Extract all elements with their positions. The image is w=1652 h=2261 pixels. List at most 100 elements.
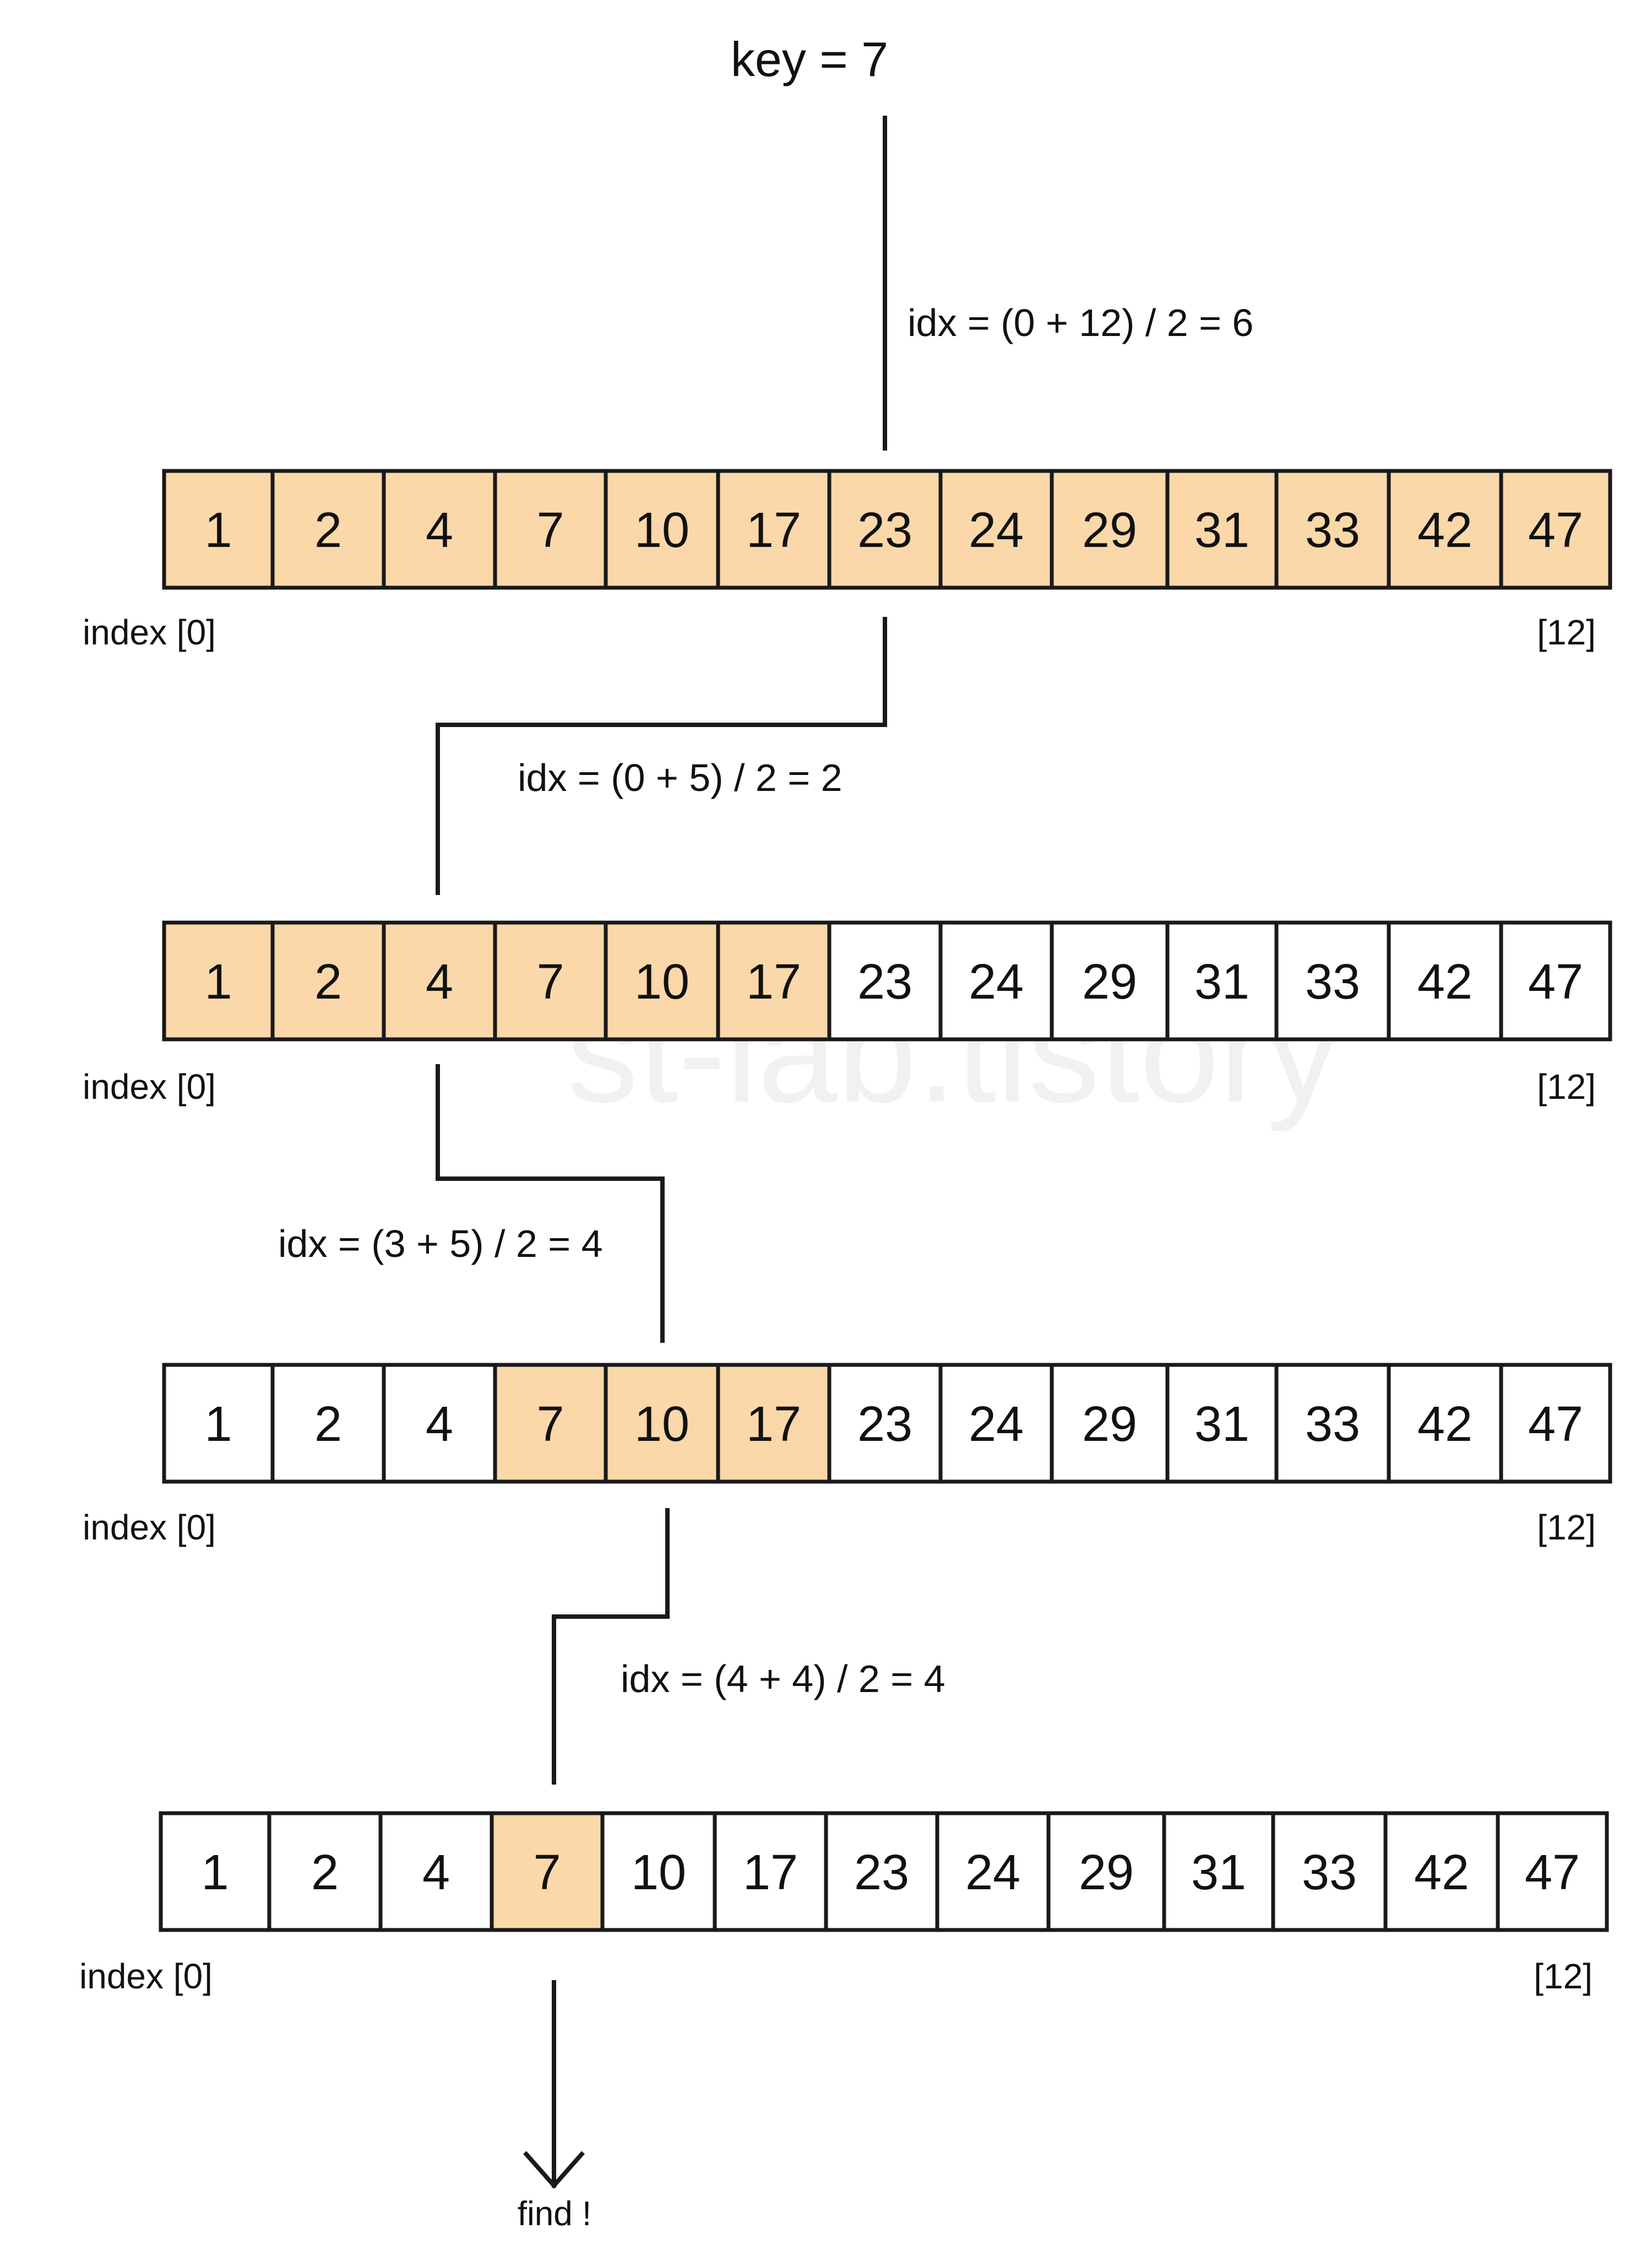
cell-value: 1 <box>204 955 232 1010</box>
array-cell: 2 <box>267 1811 383 1932</box>
array-cell: 31 <box>1165 1363 1279 1484</box>
array-cell: 17 <box>716 920 832 1042</box>
array-cell: 1 <box>159 1811 271 1932</box>
step-formula-3: idx = (3 + 5) / 2 = 4 <box>278 1222 603 1265</box>
connector-row3-to-row4 <box>552 1508 670 1785</box>
cell-box <box>267 1811 383 1932</box>
cell-box <box>1383 1811 1500 1932</box>
cell-value: 33 <box>1302 1845 1357 1900</box>
cell-value: 23 <box>857 1397 912 1452</box>
array-cell: 7 <box>493 920 608 1042</box>
array-cell: 31 <box>1162 1811 1275 1932</box>
array-cell: 17 <box>713 1811 828 1932</box>
array-cell: 42 <box>1387 1363 1503 1484</box>
array-cell: 17 <box>716 469 832 590</box>
cell-box <box>1274 1363 1391 1484</box>
cell-box <box>1165 469 1279 590</box>
cell-value: 23 <box>854 1845 909 1900</box>
cell-box <box>935 1811 1051 1932</box>
cell-box <box>824 1811 939 1932</box>
cell-value: 47 <box>1528 1397 1583 1452</box>
cell-value: 1 <box>201 1845 229 1900</box>
arrow-head-icon <box>523 2151 585 2189</box>
array-cell: 47 <box>1499 920 1612 1042</box>
array-cell: 29 <box>1050 1363 1170 1484</box>
cell-box <box>1050 1363 1170 1484</box>
cell-value: 33 <box>1305 1397 1360 1452</box>
array-cell: 47 <box>1499 469 1612 590</box>
cell-box <box>270 1363 386 1484</box>
cell-box <box>1274 469 1391 590</box>
cell-value: 24 <box>969 503 1024 558</box>
result-label: find ! <box>518 2195 591 2233</box>
array-cell: 29 <box>1050 469 1170 590</box>
cell-value: 2 <box>314 1397 342 1452</box>
cell-value: 17 <box>743 1845 798 1900</box>
cell-value: 10 <box>634 955 689 1010</box>
cell-box <box>1387 469 1503 590</box>
cell-value: 2 <box>314 503 342 558</box>
cell-box <box>1499 469 1612 590</box>
cell-box <box>1387 1363 1503 1484</box>
cell-value: 31 <box>1194 1397 1249 1452</box>
cell-box <box>1046 1811 1166 1932</box>
index-end-label: [12] <box>1537 1508 1596 1547</box>
cell-box <box>378 1811 494 1932</box>
cell-box <box>1162 1811 1275 1932</box>
array-cell: 23 <box>827 920 943 1042</box>
array-cell: 4 <box>378 1811 494 1932</box>
array-cell: 2 <box>270 920 386 1042</box>
cell-value: 17 <box>746 955 801 1010</box>
cell-value: 42 <box>1417 503 1472 558</box>
array-cell: 4 <box>382 469 497 590</box>
array-cell: 47 <box>1499 1363 1612 1484</box>
cell-value: 2 <box>311 1845 339 1900</box>
cell-box <box>270 469 386 590</box>
array-cell: 33 <box>1274 1363 1391 1484</box>
array-cell: 1 <box>162 1363 275 1484</box>
array-cell: 33 <box>1274 920 1391 1042</box>
array-cell: 2 <box>270 1363 386 1484</box>
cell-box <box>827 1363 943 1484</box>
cell-value: 17 <box>746 1397 801 1452</box>
array-cell: 42 <box>1387 469 1503 590</box>
cell-value: 10 <box>631 1845 686 1900</box>
array-cell: 29 <box>1050 920 1170 1042</box>
array-cell: 29 <box>1046 1811 1166 1932</box>
cell-box <box>1271 1811 1388 1932</box>
cell-box <box>827 469 943 590</box>
cell-value: 47 <box>1528 503 1583 558</box>
index-end-label: [12] <box>1537 1067 1596 1107</box>
cell-box <box>493 469 608 590</box>
cell-value: 29 <box>1082 955 1137 1010</box>
cell-box <box>1496 1811 1609 1932</box>
cell-value: 47 <box>1528 955 1583 1010</box>
array-cell: 10 <box>604 469 720 590</box>
array-cell: 23 <box>827 469 943 590</box>
step-formula-1: idx = (0 + 12) / 2 = 6 <box>907 301 1253 344</box>
connector-lines <box>436 116 887 2189</box>
array-cell: 33 <box>1271 1811 1388 1932</box>
array-cell: 17 <box>716 1363 832 1484</box>
cell-value: 10 <box>634 1397 689 1452</box>
array-cell: 42 <box>1383 1811 1500 1932</box>
cell-value: 7 <box>536 1397 564 1452</box>
cell-value: 29 <box>1082 1397 1137 1452</box>
array-cell: 1 <box>162 920 275 1042</box>
cell-value: 24 <box>965 1845 1020 1900</box>
step-formula-2: idx = (0 + 5) / 2 = 2 <box>518 756 843 799</box>
cell-value: 29 <box>1079 1845 1134 1900</box>
cell-value: 31 <box>1194 955 1249 1010</box>
index-end-label: [12] <box>1537 612 1596 652</box>
array-cell: 33 <box>1274 469 1391 590</box>
cell-box <box>604 469 720 590</box>
cell-box <box>716 1363 832 1484</box>
cell-value: 10 <box>634 503 689 558</box>
index-start-label: index [0] <box>83 1067 216 1107</box>
cell-value: 2 <box>314 955 342 1010</box>
